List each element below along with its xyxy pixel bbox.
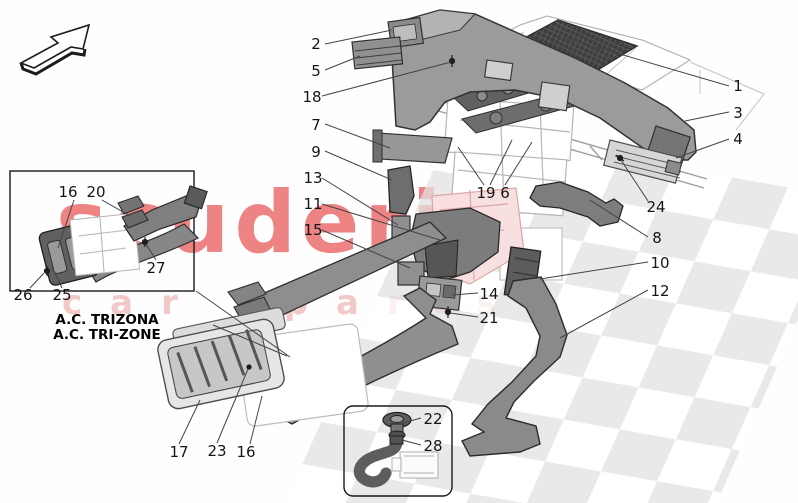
drain-grommet-part-22 (382, 411, 412, 440)
lateral-vent-part-4 (602, 139, 683, 184)
callout-8: 8 (652, 229, 662, 247)
connector-part-5 (351, 36, 404, 70)
callout-16-main: 16 (236, 443, 256, 461)
callout-10: 10 (650, 254, 670, 272)
rear-console-vent-lineart (157, 307, 369, 427)
rear-duct-part-12 (461, 276, 568, 457)
elbow-part-9 (387, 165, 415, 215)
screw-icon (444, 55, 625, 318)
callout-24: 24 (646, 198, 666, 216)
callout-19: 19 (476, 184, 496, 202)
callout-15: 15 (303, 221, 323, 239)
callout-7: 7 (311, 116, 321, 134)
callout-2: 2 (311, 35, 321, 53)
callout-26: 26 (13, 286, 33, 304)
screw-icon (246, 364, 252, 370)
variant-caption-line2: A.C. TRI-ZONE (53, 327, 161, 344)
inset-box-trizone (9, 170, 208, 292)
duct-part-8 (529, 181, 624, 227)
callout-1: 1 (733, 77, 743, 95)
inset-box-drain (343, 405, 453, 497)
connector-part-15 (397, 261, 425, 286)
callout-16-box: 16 (58, 183, 78, 201)
callout-6: 6 (500, 184, 510, 202)
callout-20: 20 (86, 183, 106, 201)
callout-12: 12 (650, 282, 670, 300)
callout-3: 3 (733, 104, 743, 122)
callout-4: 4 (733, 130, 743, 148)
callout-23: 23 (207, 442, 227, 460)
leader-lines (29, 29, 730, 446)
callout-18: 18 (302, 88, 322, 106)
callout-21: 21 (479, 309, 499, 327)
callout-22: 22 (423, 410, 443, 428)
callout-27: 27 (146, 259, 166, 277)
direction-arrow-icon (19, 23, 91, 76)
callout-11: 11 (303, 195, 323, 213)
callout-17: 17 (169, 443, 189, 461)
callout-14: 14 (479, 285, 499, 303)
variant-caption-line1: A.C. TRIZONA (55, 312, 159, 328)
duct-part-7 (372, 129, 453, 164)
callout-28: 28 (423, 437, 443, 455)
variant-caption: A.C. TRIZONA A.C. TRI-ZONE (28, 312, 186, 344)
callout-13: 13 (303, 169, 323, 187)
callout-9: 9 (311, 143, 321, 161)
callout-5: 5 (311, 62, 321, 80)
screw-icon (43, 237, 149, 276)
callout-25: 25 (52, 286, 72, 304)
